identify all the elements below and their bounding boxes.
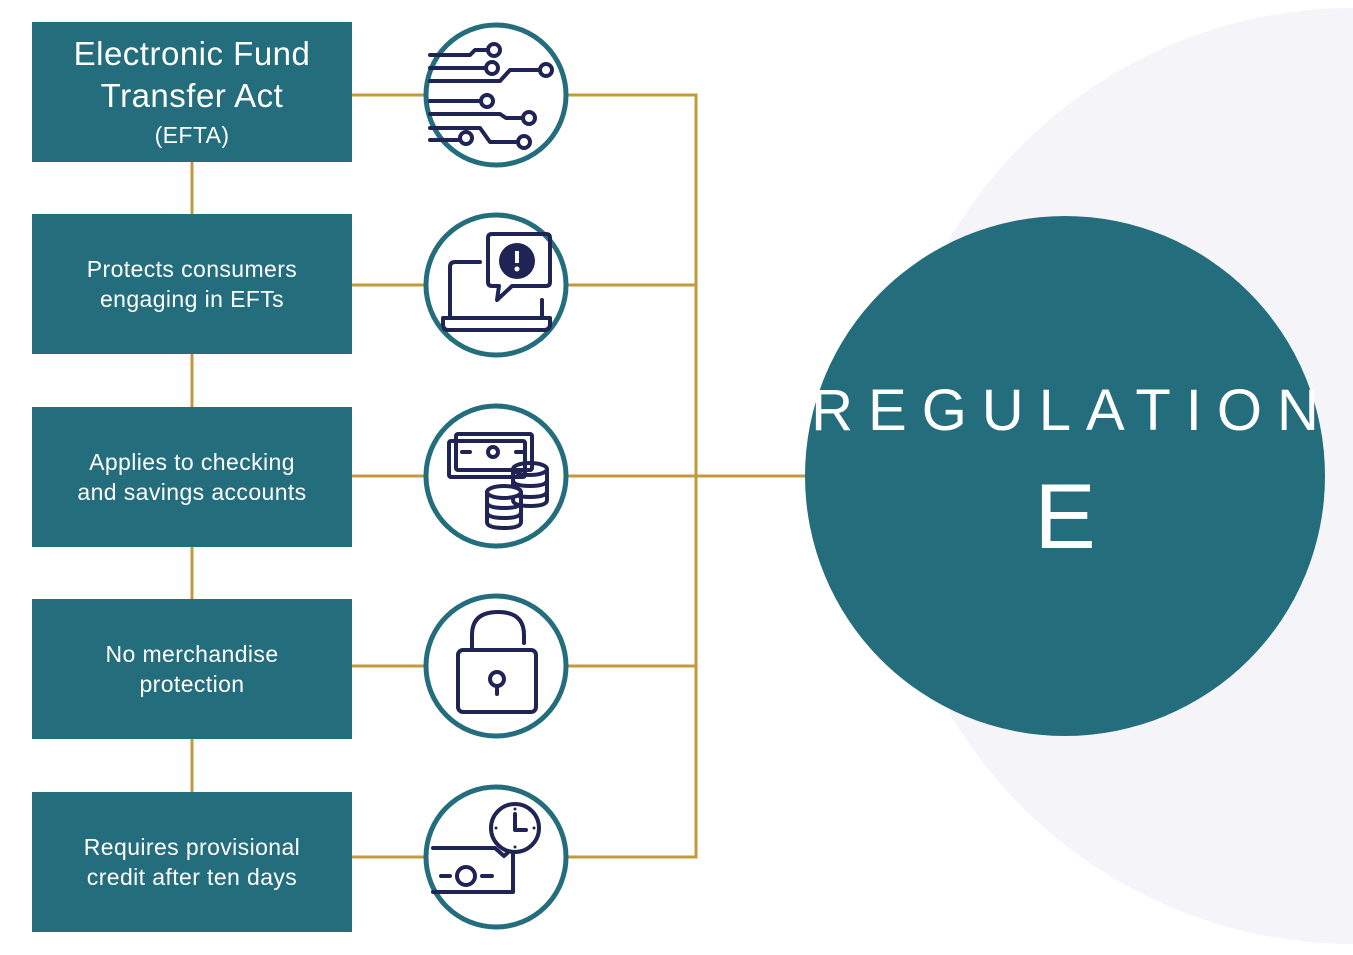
applies-box: Applies to checking and savings accounts — [32, 407, 352, 547]
efta-subtitle: (EFTA) — [154, 122, 230, 148]
connector-lines — [352, 93, 810, 859]
efta-title-line-1: Electronic Fund — [73, 35, 311, 72]
regulation-circle: REGULATION E — [805, 216, 1325, 736]
protects-line-2: engaging in EFTs — [99, 286, 285, 312]
icon-circle-4 — [423, 593, 569, 739]
efta-title-line-2: Transfer Act — [100, 77, 284, 114]
laptop-alert-icon — [441, 232, 552, 332]
provisional-box: Requires provisional credit after ten da… — [32, 792, 352, 932]
efta-title: Electronic Fund Transfer Act — [74, 33, 311, 117]
merchandise-box: No merchandise protection — [32, 599, 352, 739]
provisional-line-1: Requires provisional — [83, 834, 301, 860]
regulation-word: REGULATION — [811, 378, 1334, 443]
protects-box: Protects consumers engaging in EFTs — [32, 214, 352, 354]
icon-circle-5 — [423, 784, 569, 930]
applies-line-2: and savings accounts — [77, 479, 307, 505]
money-clock-icon — [431, 802, 541, 894]
provisional-line-2: credit after ten days — [86, 864, 298, 890]
applies-line-1: Applies to checking — [89, 449, 295, 475]
merchandise-line-1: No merchandise — [105, 641, 279, 667]
merchandise-line-2: protection — [139, 671, 245, 697]
padlock-icon — [456, 610, 538, 714]
money-coins-icon — [447, 432, 549, 530]
efta-box: Electronic Fund Transfer Act (EFTA) — [32, 22, 352, 162]
circuit-icon — [428, 42, 554, 150]
regulation-letter: E — [1034, 466, 1096, 568]
protects-line-1: Protects consumers — [86, 256, 298, 282]
